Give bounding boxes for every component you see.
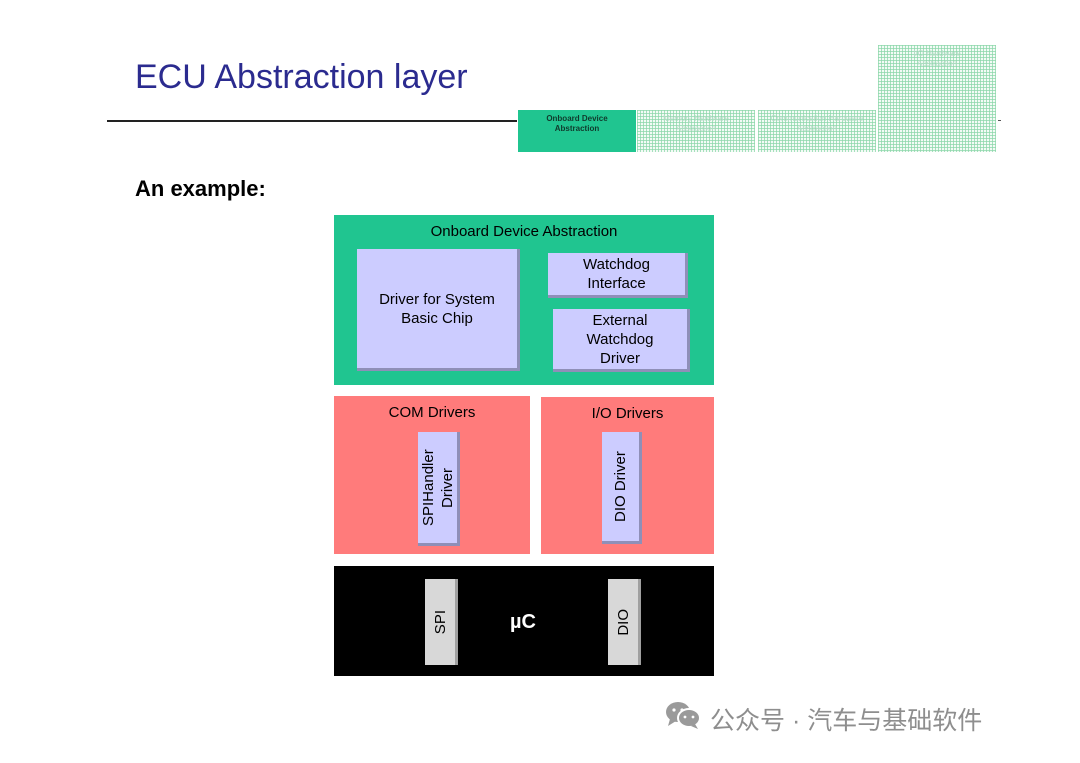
watchdog-interface-module: Watchdog Interface [548, 253, 688, 298]
divider-end-mark [998, 120, 1001, 121]
microcontroller-label: µC [510, 611, 536, 633]
spi-handler-driver-label: SPIHandler Driver [419, 449, 456, 526]
microcontroller-block [334, 566, 714, 676]
title-divider [107, 120, 517, 122]
example-heading: An example: [135, 176, 266, 201]
dio-peripheral-label: DIO [614, 608, 632, 636]
wechat-icon [664, 700, 702, 737]
watermark-text: 公众号 · 汽车与基础软件 [710, 706, 983, 735]
io-drivers-label: I/O Drivers [591, 405, 664, 422]
nav-tab-onboard-device-abstraction: Onboard Device Abstraction [518, 110, 636, 152]
spi-handler-driver-module: SPIHandler Driver [418, 432, 460, 546]
watermark: 公众号 · 汽车与基础软件 [664, 700, 982, 737]
spi-peripheral-label: SPI [431, 609, 449, 635]
dio-driver-module: DIO Driver [602, 432, 642, 544]
dio-peripheral: DIO [608, 579, 641, 665]
spi-peripheral: SPI [425, 579, 458, 665]
nav-tab-communication-hardware-abstraction: Communication Hardware Abstraction [758, 110, 876, 152]
nav-tab-io-hardware-abstraction: I/O Hardware Abstraction [878, 45, 996, 152]
external-watchdog-driver-module: External Watchdog Driver [553, 309, 690, 372]
page-title: ECU Abstraction layer [135, 58, 468, 96]
sbc-driver-module: Driver for System Basic Chip [357, 249, 520, 371]
sbc-driver-label: Driver for System Basic Chip [379, 290, 495, 327]
watchdog-interface-label: Watchdog Interface [583, 256, 650, 292]
onboard-device-abstraction-label: Onboard Device Abstraction [430, 223, 618, 240]
dio-driver-label: DIO Driver [612, 451, 629, 522]
nav-tab-memory-hardware-abstraction: Memory Hardware Abstraction [637, 110, 755, 152]
com-drivers-label: COM Drivers [388, 404, 476, 421]
external-watchdog-driver-label: External Watchdog Driver [586, 311, 654, 367]
